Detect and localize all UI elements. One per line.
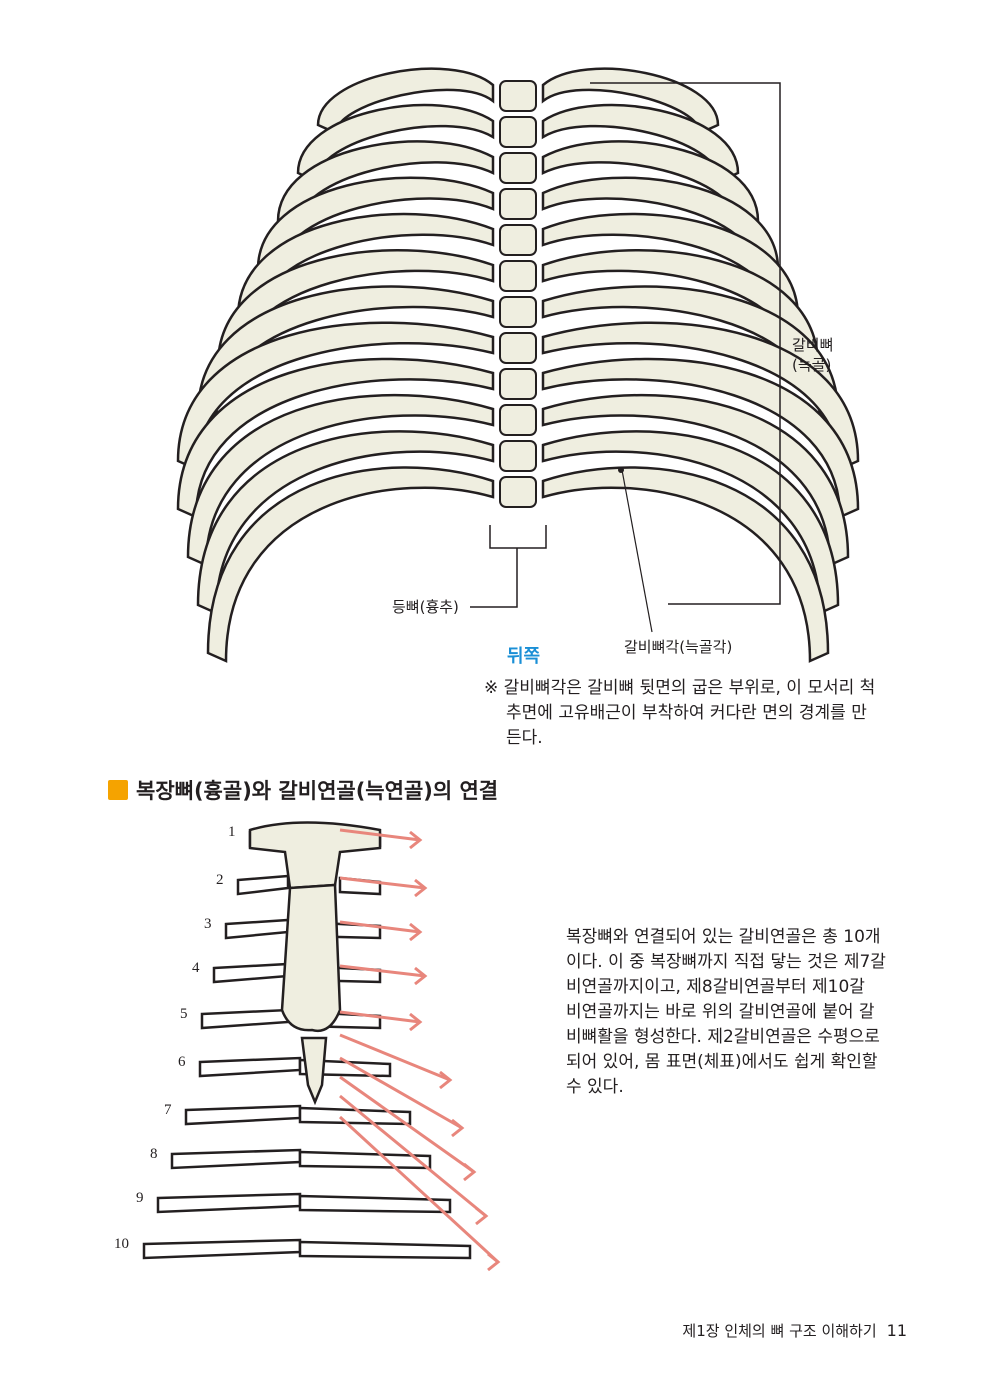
body-line: 수 있다. [566,1077,624,1097]
arrow-head-icon [439,1070,453,1090]
vertebra [499,188,537,220]
vertebra [499,116,537,148]
cartilage-arrow [339,1075,475,1174]
label-view-posterior: 뒤쪽 [507,646,541,667]
spine-bracket [489,525,547,549]
body-line: 되어 있어, 몸 표면(체표)에서도 쉽게 확인할 [566,1052,878,1072]
costal-cartilage-right [298,1106,412,1126]
cartilage-arrow [339,1010,421,1024]
rib-number-2: 2 [216,872,224,888]
rib [186,393,495,567]
section-square-icon [108,780,128,800]
costal-cartilage-left [142,1238,302,1260]
cartilage-arrow [339,828,421,842]
label-rib-angle: 갈비뼈각(늑골각) [624,638,733,656]
vertebra [499,80,537,112]
vertebra [499,440,537,472]
costal-cartilage-left [156,1192,302,1214]
section-title: 복장뼈(흉골)와 갈비연골(늑연골)의 연결 [136,779,499,803]
costal-cartilage-left [224,918,290,940]
arrow-head-icon [414,878,428,898]
body-line: 비연골까지는 바로 위의 갈비연골에 붙어 갈 [566,1002,875,1022]
arrow-head-icon [409,922,423,942]
costal-cartilage-right [298,1240,472,1260]
costal-cartilage-left [236,874,290,896]
arrow-head-icon [409,1012,423,1032]
rib-number-4: 4 [192,960,200,976]
arrow-head-icon [475,1206,489,1226]
sternum-cartilage-illustration [142,821,501,1272]
vertebra [499,260,537,292]
page-number: 11 [886,1321,907,1340]
spine-leader-line [470,548,518,608]
costal-cartilage-left [184,1104,302,1126]
rib [206,466,495,663]
rib-number-1: 1 [228,824,236,840]
body-line: 비연골까지이고, 제8갈비연골부터 제10갈 [566,977,865,997]
cartilage-arrow [339,1033,451,1082]
cartilage-arrow [339,1056,463,1130]
rib [541,466,830,663]
cartilage-arrow [338,1115,500,1264]
vertebra [499,368,537,400]
vertebra [499,296,537,328]
label-ribs: 갈비뼈 (늑골) [792,335,833,375]
vertebra [499,404,537,436]
costal-cartilage-left [212,962,290,984]
vertebra [499,224,537,256]
rib [176,357,495,519]
note-line: 든다. [506,728,543,748]
vertebra [499,152,537,184]
body-line: 이다. 이 중 복장뼈까지 직접 닿는 것은 제7갈 [566,952,886,972]
rib-number-10: 10 [114,1236,129,1252]
label-spine: 등뼈(흉추) [392,598,459,616]
costal-cartilage-left [198,1056,302,1078]
costal-cartilage-right [298,1150,432,1170]
arrow-head-icon [487,1252,501,1272]
arrow-head-icon [409,830,423,850]
cartilage-arrow [339,1094,487,1218]
costal-cartilage-left [200,1008,290,1030]
rib-number-9: 9 [136,1190,144,1206]
rib-angle-marker [618,467,624,473]
chapter-title: 제1장 인체의 뼈 구조 이해하기 [682,1322,877,1340]
costal-cartilage-right [298,1194,452,1214]
section-heading: 복장뼈(흉골)와 갈비연골(늑연골)의 연결 [108,775,498,805]
body-line: 복장뼈와 연결되어 있는 갈비연골은 총 10개 [566,927,881,947]
arrow-head-icon [463,1162,477,1182]
arrow-head-icon [451,1118,465,1138]
xiphoid-process [300,1036,328,1106]
vertebra [499,332,537,364]
arrow-head-icon [414,966,428,986]
sternum-body [280,883,342,1033]
body-line: 비뼈활을 형성한다. 제2갈비연골은 수평으로 [566,1027,880,1047]
label-ribs-line1: 갈비뼈 [792,336,834,354]
vertebra [499,476,537,508]
body-paragraph: 복장뼈와 연결되어 있는 갈비연골은 총 10개 이다. 이 중 복장뼈까지 직… [566,925,926,1100]
rib-angle-leader-line [621,469,653,633]
rib-number-8: 8 [150,1146,158,1162]
label-ribs-line2: (늑골) [792,356,832,374]
rib-angle-note: ※ 갈비뼈각은 갈비뼈 뒷면의 굽은 부위로, 이 모서리 척 추면에 고유배근… [484,676,924,751]
note-line: ※ 갈비뼈각은 갈비뼈 뒷면의 굽은 부위로, 이 모서리 척 [484,678,876,698]
costal-cartilage-left [170,1148,302,1170]
rib-number-3: 3 [204,916,212,932]
page-footer: 제1장 인체의 뼈 구조 이해하기 11 [682,1320,907,1341]
rib-number-7: 7 [164,1102,172,1118]
rib-cage-posterior-illustration [176,67,860,663]
note-line: 추면에 고유배근이 부착하여 커다란 면의 경계를 만 [506,703,867,723]
cartilage-arrow [339,964,426,978]
rib [196,430,495,615]
rib-number-6: 6 [178,1054,186,1070]
rib [541,430,840,615]
cartilage-arrow [339,876,426,890]
ribs-bracket [590,82,781,605]
rib [541,393,850,567]
cartilage-arrow [339,920,421,934]
rib-number-5: 5 [180,1006,188,1022]
